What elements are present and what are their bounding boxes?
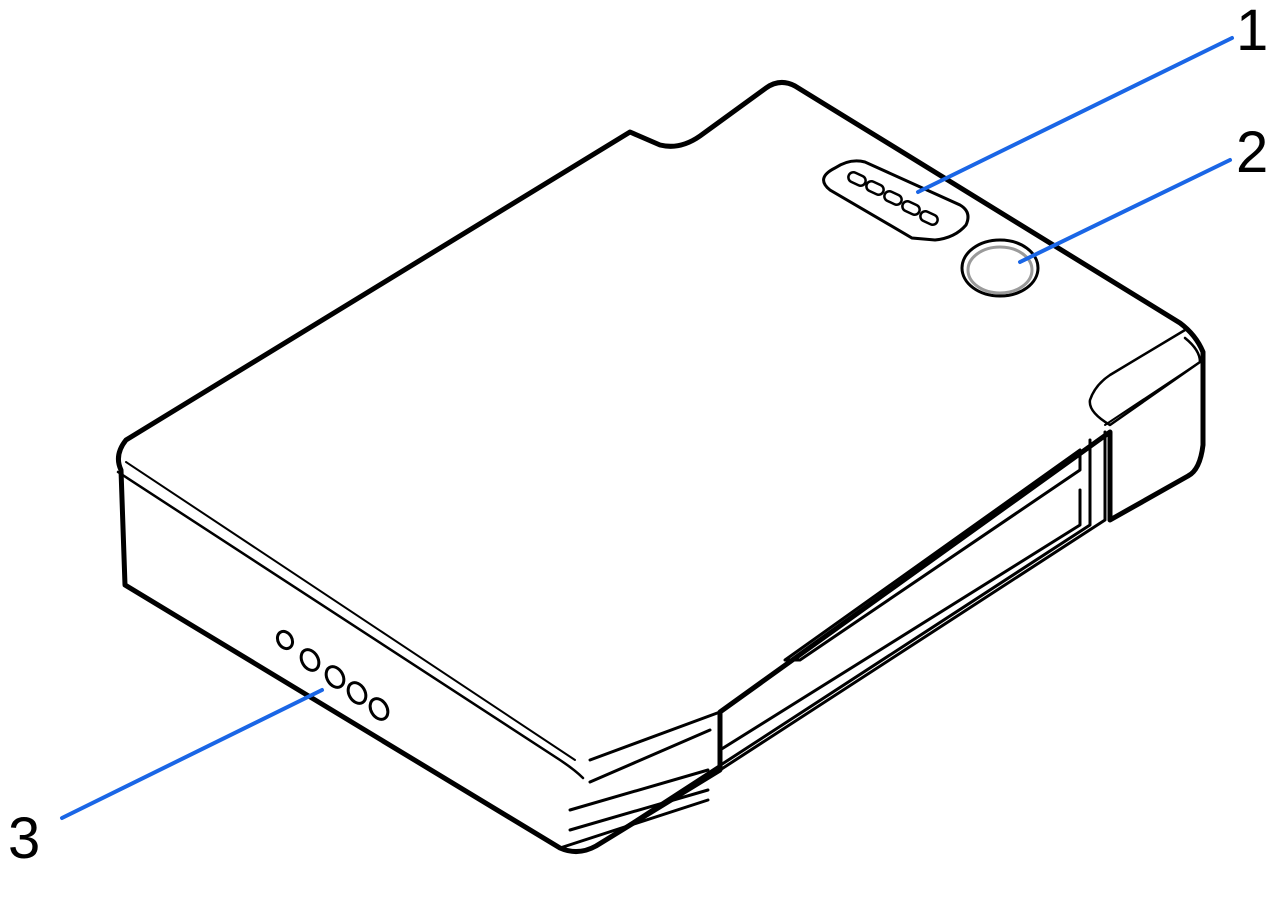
power-button-inner: [966, 245, 1034, 295]
rail-slot-front: [558, 710, 722, 850]
leader-line-1: [916, 36, 1234, 194]
led-4: [901, 200, 921, 216]
contact-4: [346, 681, 368, 705]
led-5: [919, 210, 939, 226]
rail-upper: [594, 430, 1107, 848]
contact-1: [275, 629, 295, 651]
callout-number-3: 3: [8, 806, 41, 871]
contact-3: [324, 665, 346, 689]
rail-slot-1: [783, 448, 1082, 662]
led-1: [847, 171, 867, 187]
battery-right-edge-inner: [1104, 361, 1201, 426]
rail-slot-2: [718, 488, 1082, 752]
leader-lines: [60, 36, 1234, 820]
battery-right-edge: [1088, 328, 1202, 427]
battery-body: [115, 80, 1206, 854]
battery-front-edge-inner: [125, 461, 576, 761]
callout-number-1: 1: [1236, 0, 1269, 63]
battery-level-leds: [822, 159, 970, 242]
battery-top-face: [115, 80, 1206, 854]
led-dots: [847, 171, 939, 226]
led-3: [883, 190, 903, 206]
power-button: [960, 238, 1040, 298]
led-2: [865, 180, 885, 196]
battery-front-edge: [116, 470, 585, 780]
contact-2: [299, 648, 321, 672]
callout-number-2: 2: [1236, 120, 1269, 185]
contact-5: [368, 697, 390, 721]
leader-line-3: [60, 688, 324, 820]
connector-contacts: [275, 629, 390, 721]
leader-line-2: [1018, 158, 1232, 264]
